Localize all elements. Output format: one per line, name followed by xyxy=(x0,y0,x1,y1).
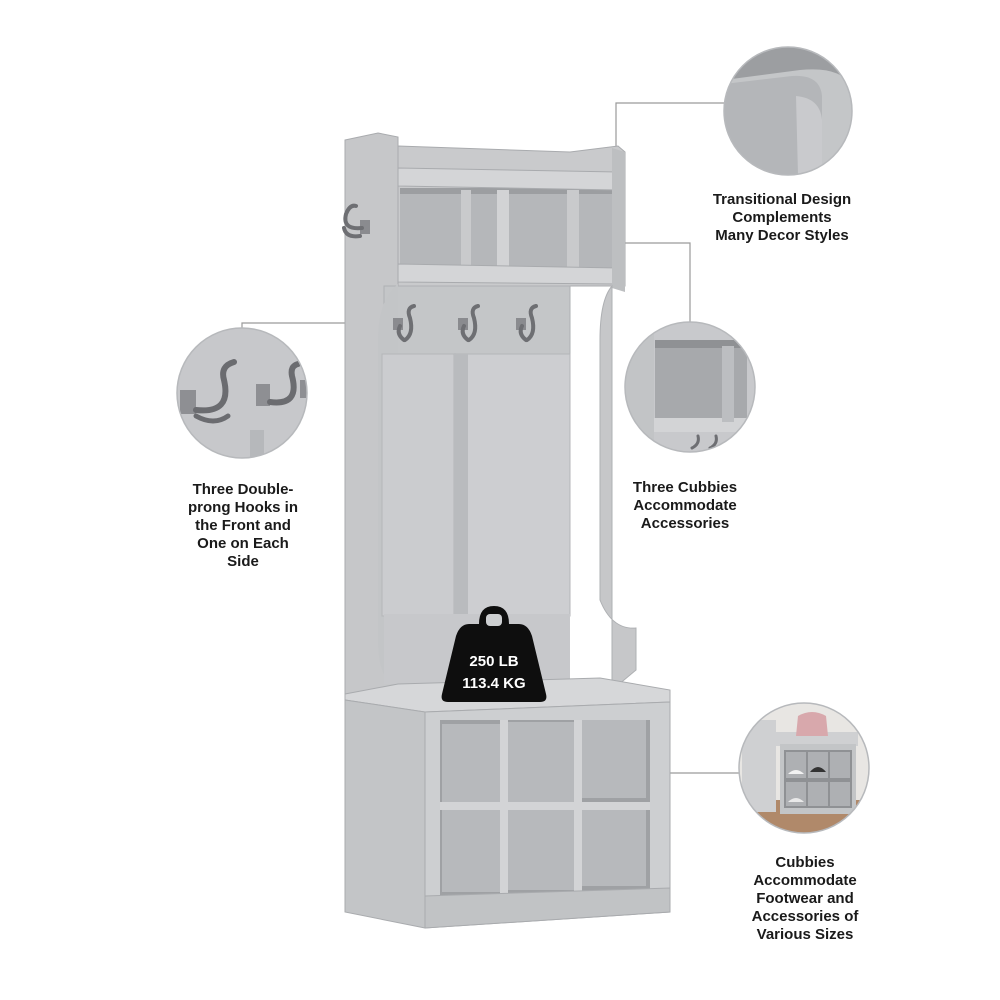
callout-circle-cubbies xyxy=(624,321,756,453)
shoe-cubby-5 xyxy=(507,806,575,890)
caption-line: Accessories xyxy=(640,515,730,532)
caption-design: Transitional Design Complements Many Dec… xyxy=(682,191,882,245)
weight-kettlebell-icon xyxy=(441,606,547,702)
weight-lb-text: 250 LB xyxy=(469,653,518,670)
caption-line: Three Cubbies xyxy=(632,479,738,496)
front-hook-3-icon xyxy=(516,304,538,342)
hall-tree xyxy=(342,132,671,929)
shoe-cubby-6 xyxy=(580,802,646,886)
caption-line: One on Each xyxy=(197,535,289,552)
caption-line: Transitional Design xyxy=(712,191,852,208)
shoe-cubby-2 xyxy=(507,722,575,802)
shoe-cubby-3 xyxy=(580,720,646,798)
caption-line: Cubbies xyxy=(775,854,835,871)
callout-circle-footwear xyxy=(738,702,870,834)
shoe-cubby-4 xyxy=(442,810,502,892)
caption-line: Accessories of xyxy=(751,908,859,925)
callout-circle-design xyxy=(723,46,853,176)
caption-line: prong Hooks in xyxy=(188,499,298,516)
upper-shelf-bottom-board xyxy=(397,263,619,285)
cubby-divider-middle xyxy=(497,190,509,268)
caption-cubbies: Three Cubbies Accommodate Accessories xyxy=(585,479,785,533)
right-arched-side xyxy=(599,284,637,692)
hook-closeup-1-icon xyxy=(180,359,237,424)
top-shelf-board xyxy=(397,167,619,191)
right-side-panel-upper xyxy=(612,148,625,292)
caption-footwear: Cubbies Accommodate Footwear and Accesso… xyxy=(705,854,905,944)
weight-kg-text: 113.4 KG xyxy=(462,675,525,692)
front-hook-2-icon xyxy=(458,304,480,342)
hook-closeup-2-icon xyxy=(256,361,307,406)
caption-line: Three Double- xyxy=(192,481,294,498)
front-hooks xyxy=(393,304,538,342)
caption-line: Various Sizes xyxy=(756,926,854,943)
caption-line: Complements xyxy=(732,209,832,226)
caption-line: Accommodate xyxy=(633,497,737,514)
cubby-divider-right xyxy=(567,190,579,268)
back-panel-board-right xyxy=(455,353,571,617)
caption-line: the Front and xyxy=(195,517,291,534)
caption-line: Footwear and xyxy=(756,890,854,907)
front-hook-1-icon xyxy=(393,304,416,342)
back-panel-board-left xyxy=(381,353,455,617)
side-hook-icon xyxy=(342,203,370,239)
leader-line-design xyxy=(615,102,724,157)
caption-line: Many Decor Styles xyxy=(715,227,849,244)
caption-hooks: Three Double- prong Hooks in the Front a… xyxy=(143,481,343,571)
caption-line: Side xyxy=(227,553,259,570)
shoe-cubby-1 xyxy=(442,724,502,804)
weight-badge: 250 LB 113.4 KG xyxy=(441,606,547,702)
caption-line: Accommodate xyxy=(753,872,857,889)
callout-circle-hooks xyxy=(176,327,308,459)
pillow-icon xyxy=(796,712,828,736)
cubby-divider-left xyxy=(461,190,471,268)
leader-line-cubbies xyxy=(616,242,691,322)
base-plinth xyxy=(424,887,671,929)
lower-cabinet-side xyxy=(344,699,426,929)
